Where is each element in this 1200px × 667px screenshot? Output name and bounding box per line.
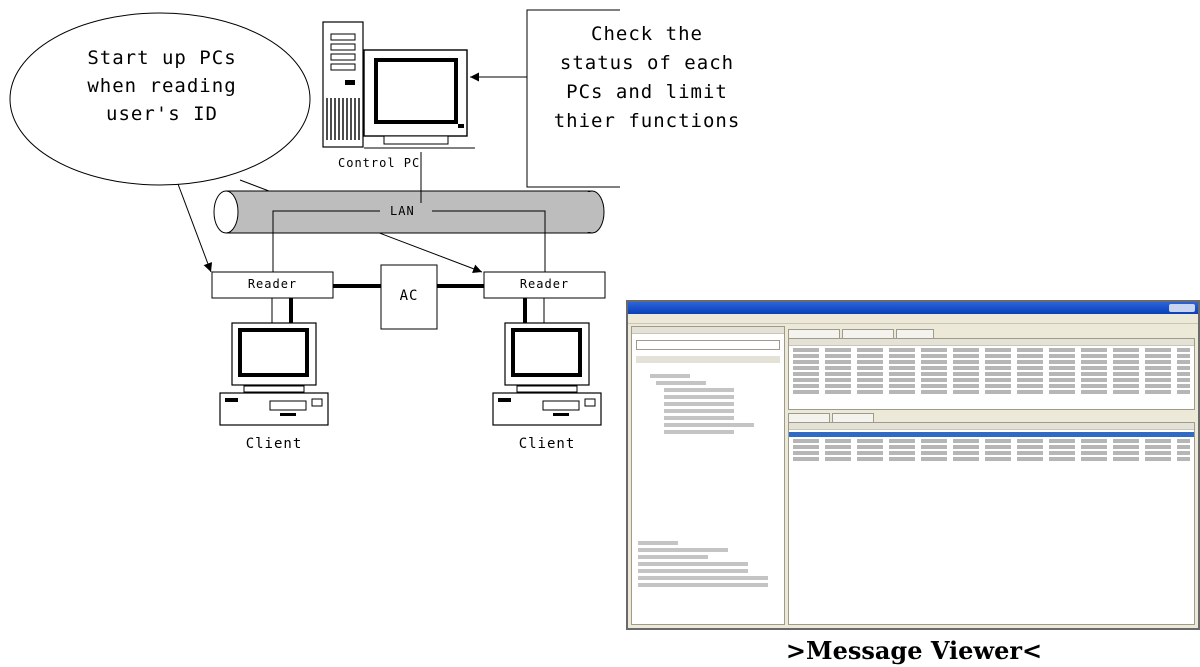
callout-line-4: thier functions [553,110,741,132]
ac-label: AC [399,288,419,304]
viewer-tabs-top [788,326,1195,341]
viewer-tabs-bottom [788,410,1195,425]
bubble-line-1: Start up PCs [87,47,237,69]
lan-label-bg [382,203,432,219]
callout-line-1: Check the [591,23,703,45]
arrow-to-left-reader [177,183,213,273]
window-controls-icon [1169,304,1195,312]
control-pc-computer-icon [322,21,475,149]
client-right-label: Client [518,436,576,452]
lan-wire-left [272,210,380,273]
client-left-label: Client [245,436,303,452]
reader-right-label: Reader [519,277,570,291]
callout-text: Check the status of each PCs and limit t… [527,20,767,136]
lan-wire-right [432,210,546,273]
viewer-list-bottom [788,422,1195,625]
lan-label: LAN [390,204,415,218]
callout-line-2: status of each [559,52,735,74]
viewer-menubar [628,314,1198,324]
left-client-computer-icon [219,298,329,426]
ac-box [380,264,438,330]
speech-bubble [9,12,311,186]
bubble-text: Start up PCs when reading user's ID [52,44,272,128]
viewer-caption: >Message Viewer< [785,636,1043,665]
message-viewer-screenshot [626,300,1200,630]
bubble-line-3: user's ID [106,103,218,125]
right-client-computer-icon [492,298,602,426]
network-diagram [9,9,620,426]
viewer-tree-pane [631,326,785,625]
control-pc-label: Control PC [338,156,421,170]
viewer-list-top [788,338,1195,410]
callout-box [526,9,620,188]
viewer-titlebar [628,302,1198,314]
reader-left-label: Reader [247,277,298,291]
bubble-line-2: when reading [87,75,237,97]
callout-line-3: PCs and limit [566,81,728,103]
